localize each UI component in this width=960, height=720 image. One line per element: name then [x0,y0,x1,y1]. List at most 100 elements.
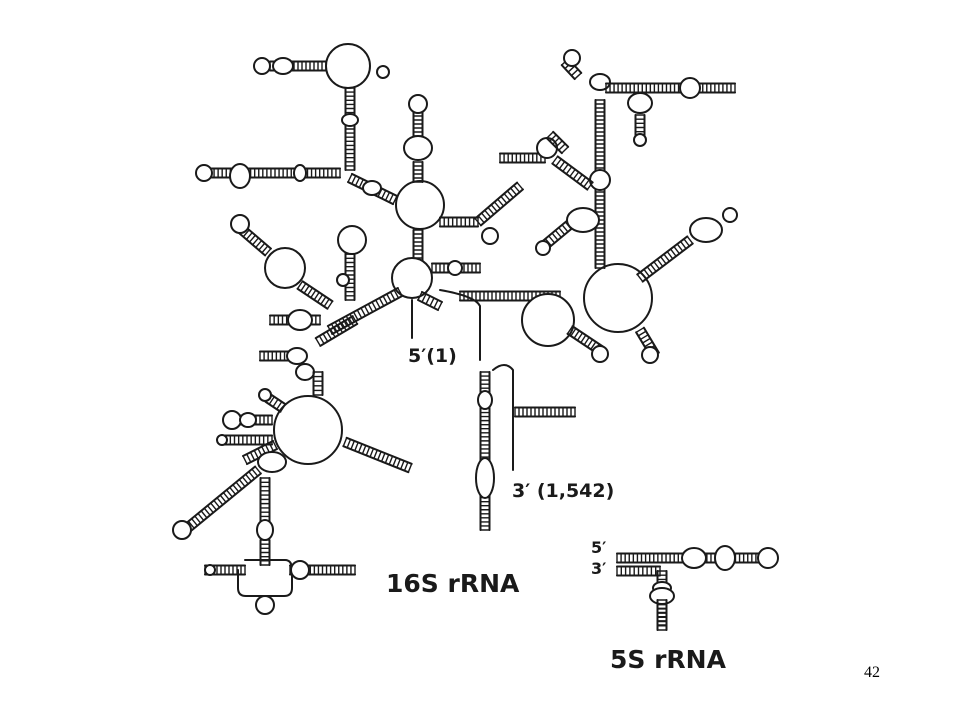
base-pair-rung [389,291,396,301]
base-pair-rung [320,296,327,305]
internal-loop [229,163,251,189]
base-pair-rung [264,247,272,257]
internal-loop [477,390,493,410]
hairpin-loop [722,207,738,223]
base-pair-rung [558,226,566,236]
base-pair-rung [579,176,587,186]
base-pair-rung [245,231,253,241]
internal-loop [714,545,736,571]
helix-strand [474,181,519,220]
multibranch-loop [237,559,293,597]
hairpin-loop [258,388,272,402]
label-5s-3prime: 3′ [591,559,606,578]
base-pair-rung [222,491,230,501]
base-pair-rung [235,481,243,490]
multibranch-loop [325,43,371,89]
hairpin-loop [222,410,242,430]
base-pair-rung [659,255,667,265]
base-pair-rung [549,134,557,142]
multibranch-loop [264,247,306,289]
base-pair-rung [329,328,336,338]
base-pair-rung [246,453,252,463]
base-pair-rung [384,453,390,464]
base-pair-rung [388,455,394,466]
base-pair-rung [676,243,684,252]
base-pair-rung [679,240,687,250]
hairpin-loop [408,94,428,114]
base-pair-rung [663,253,671,263]
internal-loop [341,113,359,127]
base-pair-rung [506,190,514,199]
hairpin-loop [641,346,659,364]
hairpin-loop [172,520,192,540]
base-pair-rung [194,515,202,524]
base-pair-rung [421,293,427,303]
internal-loop [589,73,611,91]
base-pair-rung [555,140,563,148]
hairpin-loop [447,260,463,276]
base-pair-rung [643,268,651,278]
rrna-structure-drawing [172,43,779,631]
label-5s-rrna: 5S rRNA [610,645,727,674]
base-pair-rung [360,307,367,317]
base-pair-rung [558,160,566,170]
base-pair-rung [268,442,274,452]
base-pair-rung [586,181,594,191]
label-5s-5prime: 5′ [591,538,606,557]
multibranch-loop [395,180,445,230]
base-pair-rung [253,449,259,460]
base-pair-rung [276,401,283,410]
base-pair-rung [373,449,378,460]
base-pair-rung [683,238,691,247]
internal-loop [679,77,701,99]
base-pair-rung [493,201,502,210]
base-pair-rung [216,497,224,506]
internal-loop [293,164,307,182]
base-pair-rung [313,291,320,301]
base-pair-rung [310,289,317,299]
base-pair-rung [258,242,266,251]
internal-loop [475,457,495,499]
base-pair-rung [551,155,559,165]
base-pair-rung [437,301,443,311]
base-pair-rung [669,248,677,257]
base-pair-rung [345,315,352,325]
hairpin-loop [481,227,499,245]
helix-strand [181,465,257,528]
base-pair-rung [484,209,492,218]
base-pair-rung [333,326,340,336]
base-pair-rung [399,460,405,470]
base-pair-rung [388,193,394,203]
base-pair-rung [570,327,577,337]
base-pair-rung [686,235,694,245]
helix-strand [552,130,570,148]
internal-loop [627,92,653,114]
base-pair-rung [649,263,657,273]
internal-loop [362,180,382,196]
base-pair-rung [653,261,661,270]
base-pair-rung [429,297,435,307]
hairpin-loop [757,547,779,569]
base-pair-rung [384,191,391,202]
base-pair-rung [244,473,253,483]
base-pair-rung [673,245,681,255]
base-pair-rung [433,299,439,309]
internal-loop [295,363,315,381]
base-pair-rung [344,319,351,329]
multibranch-loop [521,293,575,347]
base-pair-rung [352,311,359,321]
multibranch-loop [583,263,653,333]
base-pair-rung [261,245,269,254]
base-pair-rung [637,330,647,337]
internal-loop [257,451,287,473]
base-pair-rung [567,65,576,73]
base-pair-rung [322,333,329,343]
base-pair-rung [386,293,392,303]
hairpin-loop [255,595,275,615]
helix-strand [301,280,334,303]
label-16s-rrna: 16S rRNA [386,569,520,598]
base-pair-rung [318,335,325,345]
base-pair-rung [351,175,357,185]
base-pair-rung [583,179,590,188]
base-pair-rung [425,295,431,305]
